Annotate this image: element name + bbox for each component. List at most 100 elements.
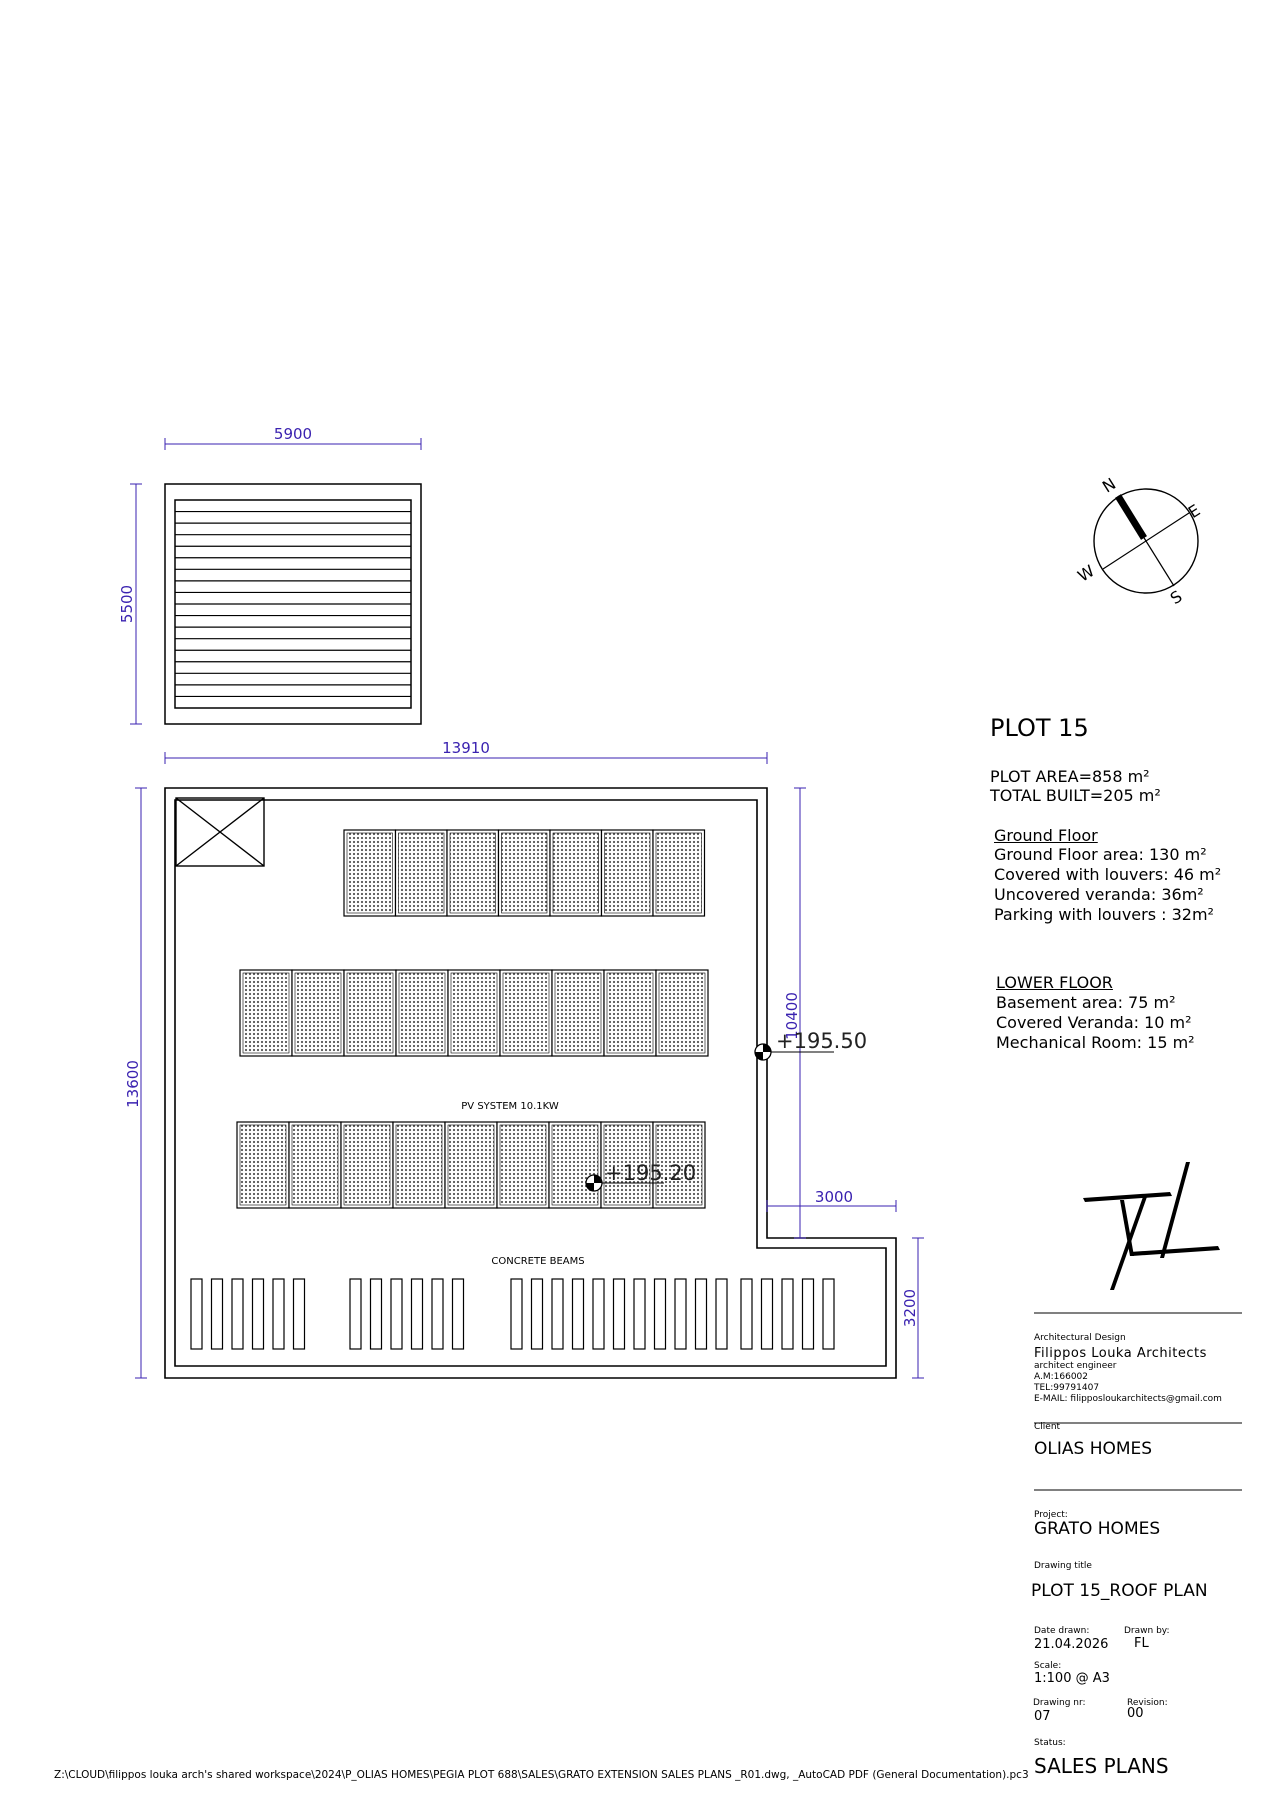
concrete-beam bbox=[760, 1278, 774, 1350]
pv-panel-cells bbox=[398, 972, 446, 1054]
level-marker-lower: +195.20 bbox=[585, 1161, 696, 1192]
level-marker-upper: +195.50 bbox=[754, 1029, 867, 1061]
pv-panel-cells bbox=[658, 972, 706, 1054]
concrete-beam bbox=[210, 1278, 224, 1350]
pv-panel-cells bbox=[242, 972, 290, 1054]
pv-system-label: PV SYSTEM 10.1KW bbox=[461, 1101, 559, 1112]
pv-panel-cells bbox=[501, 832, 548, 914]
pv-panel-cells bbox=[346, 832, 393, 914]
compass-w: W bbox=[1074, 561, 1098, 586]
pv-panel-cells bbox=[239, 1124, 287, 1206]
concrete-beam bbox=[694, 1278, 708, 1350]
pv-panel-cells bbox=[604, 832, 651, 914]
roof-dimensions bbox=[135, 752, 924, 1379]
concrete-beams bbox=[190, 1278, 835, 1350]
compass-e: E bbox=[1185, 501, 1204, 522]
plot-title: PLOT 15 bbox=[990, 714, 1089, 742]
concrete-beam bbox=[190, 1278, 203, 1350]
date-value: 21.04.2026 bbox=[1034, 1637, 1109, 1652]
pv-panel-cells bbox=[450, 972, 498, 1054]
status-label: Status: bbox=[1034, 1738, 1066, 1748]
drawn-by-label: Drawn by: bbox=[1124, 1626, 1170, 1636]
canopy-dimensions bbox=[130, 438, 422, 725]
client-name: OLIAS HOMES bbox=[1034, 1439, 1153, 1459]
pv-panel-cells bbox=[447, 1124, 495, 1206]
concrete-beam bbox=[674, 1278, 687, 1350]
concrete-beam bbox=[781, 1278, 794, 1350]
concrete-beam bbox=[822, 1278, 835, 1350]
ground-floor-item: Parking with louvers : 32m² bbox=[994, 905, 1214, 924]
dim-right-depth: 10400 bbox=[783, 992, 801, 1040]
pv-panel-rows bbox=[236, 829, 709, 1209]
drawing-nr-label: Drawing nr: bbox=[1033, 1698, 1086, 1708]
file-path-footer: Z:\CLOUD\filippos louka arch's shared wo… bbox=[54, 1769, 1029, 1781]
compass-s: S bbox=[1167, 587, 1186, 608]
plot-area: PLOT AREA=858 m² bbox=[990, 767, 1150, 786]
project-name: GRATO HOMES bbox=[1034, 1519, 1161, 1539]
revision-value: 00 bbox=[1127, 1706, 1144, 1721]
architect-logo bbox=[1083, 1162, 1220, 1290]
pv-panel-cells bbox=[603, 1124, 651, 1206]
concrete-beam bbox=[653, 1278, 667, 1350]
client-label: Client bbox=[1034, 1422, 1061, 1432]
scale-value: 1:100 @ A3 bbox=[1034, 1671, 1110, 1686]
lower-floor-item: Mechanical Room: 15 m² bbox=[996, 1033, 1195, 1052]
concrete-beam bbox=[410, 1278, 424, 1350]
total-built: TOTAL BUILT=205 m² bbox=[990, 786, 1161, 805]
status-value: SALES PLANS bbox=[1034, 1754, 1169, 1778]
concrete-beam bbox=[451, 1278, 465, 1350]
drawing-title: PLOT 15_ROOF PLAN bbox=[1031, 1581, 1208, 1601]
concrete-beam bbox=[431, 1278, 444, 1350]
pv-panel-cells bbox=[294, 972, 342, 1054]
concrete-beam bbox=[551, 1278, 564, 1350]
louver-lines bbox=[175, 510, 411, 698]
pv-panel-cells bbox=[291, 1124, 339, 1206]
concrete-beam bbox=[571, 1278, 585, 1350]
ground-floor-item: Ground Floor area: 130 m² bbox=[994, 845, 1207, 864]
pv-panel-cells bbox=[398, 832, 445, 914]
ground-floor-item: Covered with louvers: 46 m² bbox=[994, 865, 1222, 884]
scale-label: Scale: bbox=[1034, 1661, 1062, 1671]
project-label: Project: bbox=[1034, 1510, 1068, 1520]
dim-notch-depth: 3200 bbox=[901, 1289, 919, 1327]
revision-label: Revision: bbox=[1127, 1698, 1168, 1708]
canopy-pergola bbox=[164, 483, 422, 725]
pv-panel-cells bbox=[346, 972, 394, 1054]
drawn-by-value: FL bbox=[1134, 1636, 1149, 1651]
lower-floor-item: Basement area: 75 m² bbox=[996, 993, 1176, 1012]
ground-floor-item: Uncovered veranda: 36m² bbox=[994, 885, 1204, 904]
pv-panel-cells bbox=[552, 832, 599, 914]
concrete-beam bbox=[740, 1278, 753, 1350]
concrete-beam bbox=[369, 1278, 383, 1350]
architect-email: E-MAIL: filipposloukarchitects@gmail.com bbox=[1034, 1394, 1222, 1404]
ground-floor-heading: Ground Floor bbox=[994, 826, 1098, 845]
pv-panel-cells bbox=[449, 832, 496, 914]
pv-panel-cells bbox=[395, 1124, 443, 1206]
architect-name: Filippos Louka Architects bbox=[1034, 1346, 1207, 1361]
lower-floor-heading: LOWER FLOOR bbox=[996, 973, 1113, 992]
concrete-beam bbox=[349, 1278, 362, 1350]
drawing-title-label: Drawing title bbox=[1034, 1561, 1092, 1571]
concrete-beam bbox=[633, 1278, 646, 1350]
concrete-beam bbox=[390, 1278, 403, 1350]
concrete-beams-label: CONCRETE BEAMS bbox=[491, 1256, 584, 1267]
concrete-beam bbox=[231, 1278, 244, 1350]
concrete-beam bbox=[592, 1278, 605, 1350]
compass-n: N bbox=[1099, 474, 1119, 496]
concrete-beam bbox=[292, 1278, 306, 1350]
architect-role: architect engineer bbox=[1034, 1361, 1117, 1371]
pv-panel-cells bbox=[655, 1124, 703, 1206]
dim-roof-depth: 13600 bbox=[124, 1060, 142, 1108]
lower-floor-item: Covered Veranda: 10 m² bbox=[996, 1013, 1192, 1032]
drawing-nr-value: 07 bbox=[1034, 1709, 1051, 1724]
dim-canopy-width: 5900 bbox=[274, 425, 312, 443]
north-arrow-compass: N E S W bbox=[1074, 474, 1203, 608]
pv-panel-cells bbox=[554, 972, 602, 1054]
concrete-beam bbox=[801, 1278, 815, 1350]
concrete-beam bbox=[612, 1278, 626, 1350]
concrete-beam bbox=[715, 1278, 728, 1350]
roof-hatch bbox=[175, 797, 265, 867]
architect-label: Architectural Design bbox=[1034, 1333, 1126, 1343]
dim-roof-width: 13910 bbox=[442, 739, 490, 757]
